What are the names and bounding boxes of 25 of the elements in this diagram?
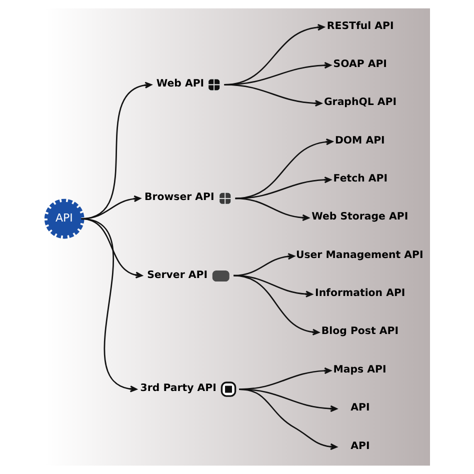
node-text: RESTful API [326,20,394,32]
arrow [235,176,332,200]
node-text: API [350,402,370,414]
node-text: Blog Post API [321,326,398,338]
node-text: DOM API [334,135,385,146]
arrow [235,198,310,222]
node-label: 3rd Party API [140,383,216,394]
arrow [235,138,334,200]
node-text: SOAP API [333,58,387,70]
node-text: Maps API [333,364,386,376]
node-text: Fetch API [333,174,388,185]
node-text: User Management API [296,250,424,261]
node-text: API [350,440,370,452]
node-label: Web API [156,78,204,90]
node-box [212,270,230,282]
node-text: Information API [315,288,406,300]
arrow [224,84,322,107]
node-text: Web Storage API [312,212,408,223]
node-label: Browser API [144,192,214,204]
arrow [81,218,138,392]
node-label: Server API [147,270,208,281]
arrow [239,388,338,450]
node-text: GraphQL API [324,97,397,108]
node-circle: API [44,198,84,239]
arrow [234,274,320,336]
